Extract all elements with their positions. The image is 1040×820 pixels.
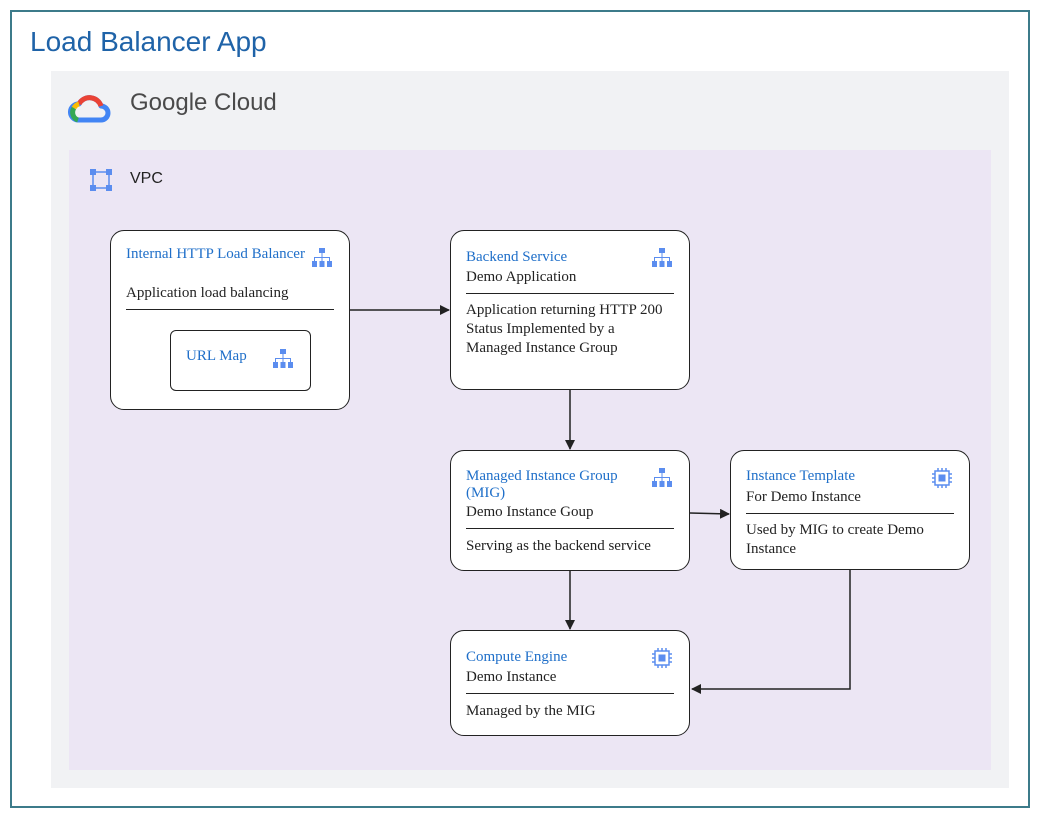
node-divider — [466, 528, 674, 529]
node-title: Backend Service — [466, 249, 568, 265]
node-title: Internal HTTP Load Balancer — [126, 246, 305, 262]
node-divider — [466, 293, 674, 294]
node-title: Compute Engine — [466, 649, 568, 665]
node-title: Instance Template — [746, 468, 856, 484]
node-description: Used by MIG to create Demo Instance — [746, 522, 924, 557]
node-description: Application returning HTTP 200 Status Im… — [466, 302, 663, 356]
node-divider — [466, 693, 674, 694]
node-managed-instance-group[interactable]: Managed Instance Group (MIG) Demo Instan… — [450, 450, 690, 571]
app-frame — [10, 10, 1030, 808]
node-subtitle: For Demo Instance — [746, 489, 861, 505]
node-divider — [126, 309, 334, 310]
node-load-balancer[interactable]: Internal HTTP Load Balancer Application … — [110, 230, 350, 410]
app-title: Load Balancer App — [30, 26, 267, 57]
node-backend-service[interactable]: Backend Service Demo Application Applica… — [450, 230, 690, 390]
vpc-icon — [90, 169, 112, 191]
node-subtitle: Demo Instance Goup — [466, 504, 594, 520]
google-cloud-title: Google Cloud — [130, 89, 277, 116]
compute-chip-icon — [932, 468, 952, 488]
node-description: Serving as the backend service — [466, 538, 651, 554]
load-balancing-icon — [312, 248, 332, 267]
node-title: URL Map — [186, 348, 247, 364]
vpc-title: VPC — [130, 170, 163, 187]
load-balancing-icon — [273, 349, 293, 368]
load-balancing-icon — [652, 468, 672, 487]
node-compute-engine[interactable]: Compute Engine Demo Instance Managed by … — [450, 630, 690, 736]
node-instance-template[interactable]: Instance Template For Demo Instance Used… — [730, 450, 970, 570]
node-subtitle: Demo Instance — [466, 669, 557, 685]
node-description: Managed by the MIG — [466, 703, 596, 719]
google-cloud-logo-icon — [68, 95, 111, 123]
load-balancing-icon — [652, 248, 672, 267]
node-title: Managed Instance Group (MIG) — [466, 468, 618, 501]
node-divider — [746, 513, 954, 514]
node-subtitle: Application load balancing — [126, 285, 289, 301]
node-url-map[interactable]: URL Map — [170, 330, 311, 391]
compute-chip-icon — [652, 648, 672, 668]
node-subtitle: Demo Application — [466, 269, 577, 285]
